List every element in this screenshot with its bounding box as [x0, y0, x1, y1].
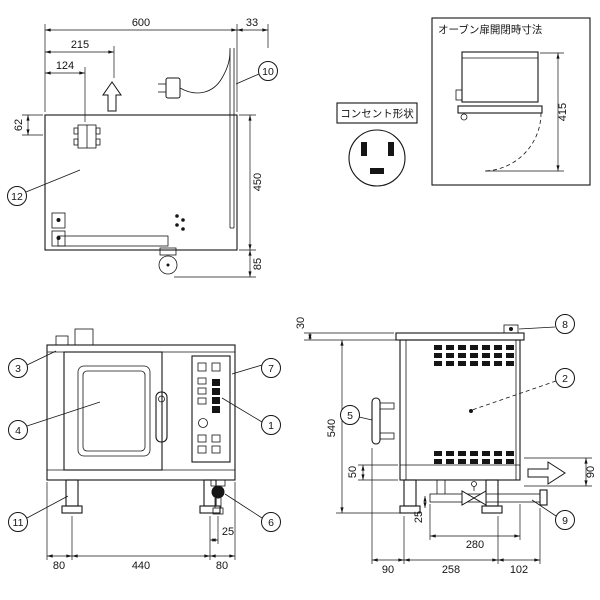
- callout-5-label: 5: [347, 410, 353, 422]
- callout-8: 8: [518, 314, 575, 334]
- top-view-caster: [158, 247, 178, 275]
- drain-outlet: [539, 489, 548, 506]
- door-detail-body: [461, 51, 539, 103]
- front-drain: [210, 479, 226, 515]
- top-view-dimensions: 600 33 215 124 62 450 85: [13, 17, 269, 278]
- callout-9: 9: [531, 499, 575, 530]
- callout-8-label: 8: [562, 319, 568, 331]
- side-view-dimensions: 30 540 50 90 25 280 90: [295, 317, 597, 576]
- callout-10: 10: [235, 61, 278, 85]
- callout-1-label: 1: [268, 420, 274, 432]
- door-swing-arc: [482, 112, 542, 172]
- callout-4: 4: [8, 401, 101, 440]
- side-view: 30 540 50 90 25 280 90: [295, 314, 597, 576]
- front-body-outline: [46, 344, 236, 481]
- door-detail-frame: [431, 17, 591, 186]
- callout-12-leader: [25, 169, 81, 193]
- door-handle-side: [371, 397, 395, 445]
- callout-2-label: 2: [562, 373, 568, 385]
- outlet-title: コンセント形状: [340, 107, 414, 120]
- callout-6-label: 6: [268, 517, 274, 529]
- dim-215-label: 215: [71, 39, 89, 51]
- callout-1: 1: [221, 397, 281, 435]
- top-view: 600 33 215 124 62 450 85 10: [7, 17, 278, 278]
- callout-2: 2: [469, 368, 575, 413]
- drain-piping: [429, 480, 548, 506]
- door-open-detail: オーブン扉開閉時寸法 415: [431, 17, 591, 186]
- dim-90-right-label: 90: [585, 466, 597, 478]
- dim-total-width-label: 600: [132, 17, 150, 29]
- callout-10-label: 10: [262, 66, 274, 78]
- callout-6: 6: [224, 493, 281, 532]
- outlet-icon: [348, 129, 406, 187]
- callout-10-leader: [235, 73, 260, 85]
- callout-4-label: 4: [15, 425, 21, 437]
- door-window-outer: [77, 365, 151, 457]
- dim-102-label: 102: [510, 564, 528, 576]
- door-window-inner: [82, 370, 146, 452]
- callout-7-label: 7: [268, 363, 274, 375]
- callout-9-label: 9: [562, 515, 568, 527]
- dim-540-label: 540: [326, 419, 338, 437]
- callout-3-label: 3: [15, 363, 21, 375]
- dim-30-label: 30: [295, 317, 307, 329]
- open-door-panel: [457, 105, 543, 114]
- dim-caster-label: 85: [252, 258, 264, 270]
- top-clamp: [503, 324, 519, 334]
- dim-415-label: 415: [557, 103, 569, 121]
- dim-90-bottom-label: 90: [382, 564, 394, 576]
- door-hinge: [460, 113, 468, 121]
- dim-440-label: 440: [132, 560, 150, 572]
- dim-25-front-label: 25: [222, 526, 234, 538]
- dim-80-right-label: 80: [216, 560, 228, 572]
- callout-12-label: 12: [11, 191, 23, 203]
- dim-25-side-label: 25: [413, 511, 425, 523]
- door-detail-title: オーブン扉開閉時寸法: [438, 23, 542, 36]
- dim-depth-label: 450: [252, 173, 264, 191]
- callout-11: 11: [8, 495, 69, 532]
- oven-door: [63, 351, 163, 471]
- side-legs: [399, 479, 503, 514]
- exhaust-arrow-icon: [527, 461, 566, 485]
- side-top-cover: [395, 332, 525, 341]
- outlet-detail: コンセント形状: [336, 102, 418, 187]
- side-body-outline: [399, 339, 521, 481]
- top-view-base-rail: [51, 212, 185, 247]
- control-panel: [191, 355, 231, 463]
- front-view-dimensions: 25 80 440 80: [46, 482, 236, 572]
- top-view-motor-unit: [73, 124, 101, 149]
- dim-62-label: 62: [13, 119, 25, 131]
- top-view-body-outline: [44, 114, 238, 251]
- dim-80-left-label: 80: [53, 560, 65, 572]
- power-cord: [158, 48, 235, 229]
- outlet-title-box: [336, 102, 418, 124]
- callout-5: 5: [340, 405, 373, 425]
- dim-124-label: 124: [56, 60, 74, 72]
- dim-258-label: 258: [442, 564, 460, 576]
- dim-cord-label: 33: [246, 17, 258, 29]
- front-view: 25 80 440 80 3 4 11 7: [8, 328, 281, 572]
- callout-11-label: 11: [13, 517, 24, 529]
- dim-50-label: 50: [347, 466, 359, 478]
- callout-12: 12: [7, 169, 81, 206]
- door-handle-front: [155, 391, 168, 443]
- dim-280-label: 280: [466, 539, 484, 551]
- up-arrow-icon: [102, 81, 122, 112]
- front-legs: [61, 479, 221, 514]
- side-vent-slots-bottom: [434, 451, 514, 464]
- valve-icon: [461, 490, 475, 506]
- callout-7: 7: [231, 358, 281, 378]
- side-vent-slots-top: [434, 345, 514, 366]
- plug-icon: [165, 77, 181, 99]
- callout-3: 3: [8, 350, 57, 378]
